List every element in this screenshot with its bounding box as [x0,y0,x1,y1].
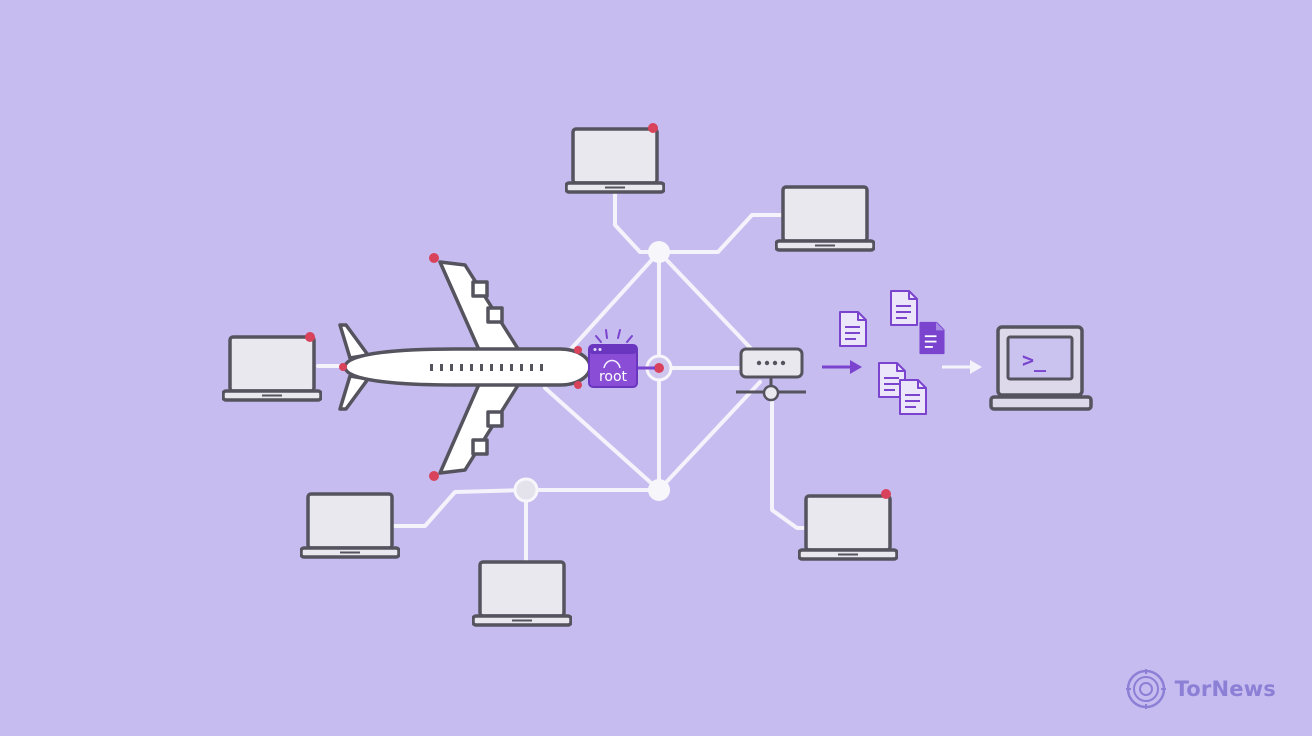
document-icon [839,311,867,347]
root-badge-label: root [599,369,628,385]
terminal-laptop-icon[interactable]: >_ [989,325,1093,411]
alert-dot [429,253,439,263]
junction-node-top [648,241,670,263]
network-switch-icon [736,347,806,402]
laptop-icon[interactable] [222,332,322,402]
document-icon [919,321,945,355]
brand-logo: TorNews [1125,668,1276,710]
alert-dot [648,123,658,133]
laptop-icon[interactable] [472,560,572,627]
alert-dot [881,489,891,499]
link-plane-to-bottom-hub [543,386,661,492]
alert-dot [305,332,315,342]
link-hub-to-switch-top [657,250,762,360]
laptop-icon[interactable] [775,185,875,252]
junction-node-center-inner [654,363,664,373]
link-topright-laptop [657,213,782,254]
link-bottomleft-laptop [393,488,528,528]
root-window-icon: root [588,329,655,388]
document-icon [890,290,918,326]
alert-dot [429,471,439,481]
arrow-icon [942,360,982,374]
alert-dot [574,381,582,389]
document-icon [899,379,927,415]
link-bottomright-laptop [770,393,810,530]
link-plane-to-top-hub [568,250,661,352]
laptop-icon[interactable] [565,123,665,194]
link-top-laptop [613,190,661,254]
laptop-icon[interactable] [798,489,898,561]
alert-dot [339,363,347,371]
brand-name: TorNews [1174,677,1276,701]
alert-dot [574,346,582,354]
laptop-icon[interactable] [300,492,400,559]
terminal-prompt: >_ [1022,348,1047,372]
junction-node-bottom [648,479,670,501]
arrow-icon [822,360,862,374]
tornews-logo-icon [1125,669,1166,709]
junction-node-bottom-left [513,477,539,503]
link-hub-to-switch-bottom [657,380,762,492]
airplane-icon [338,260,592,475]
